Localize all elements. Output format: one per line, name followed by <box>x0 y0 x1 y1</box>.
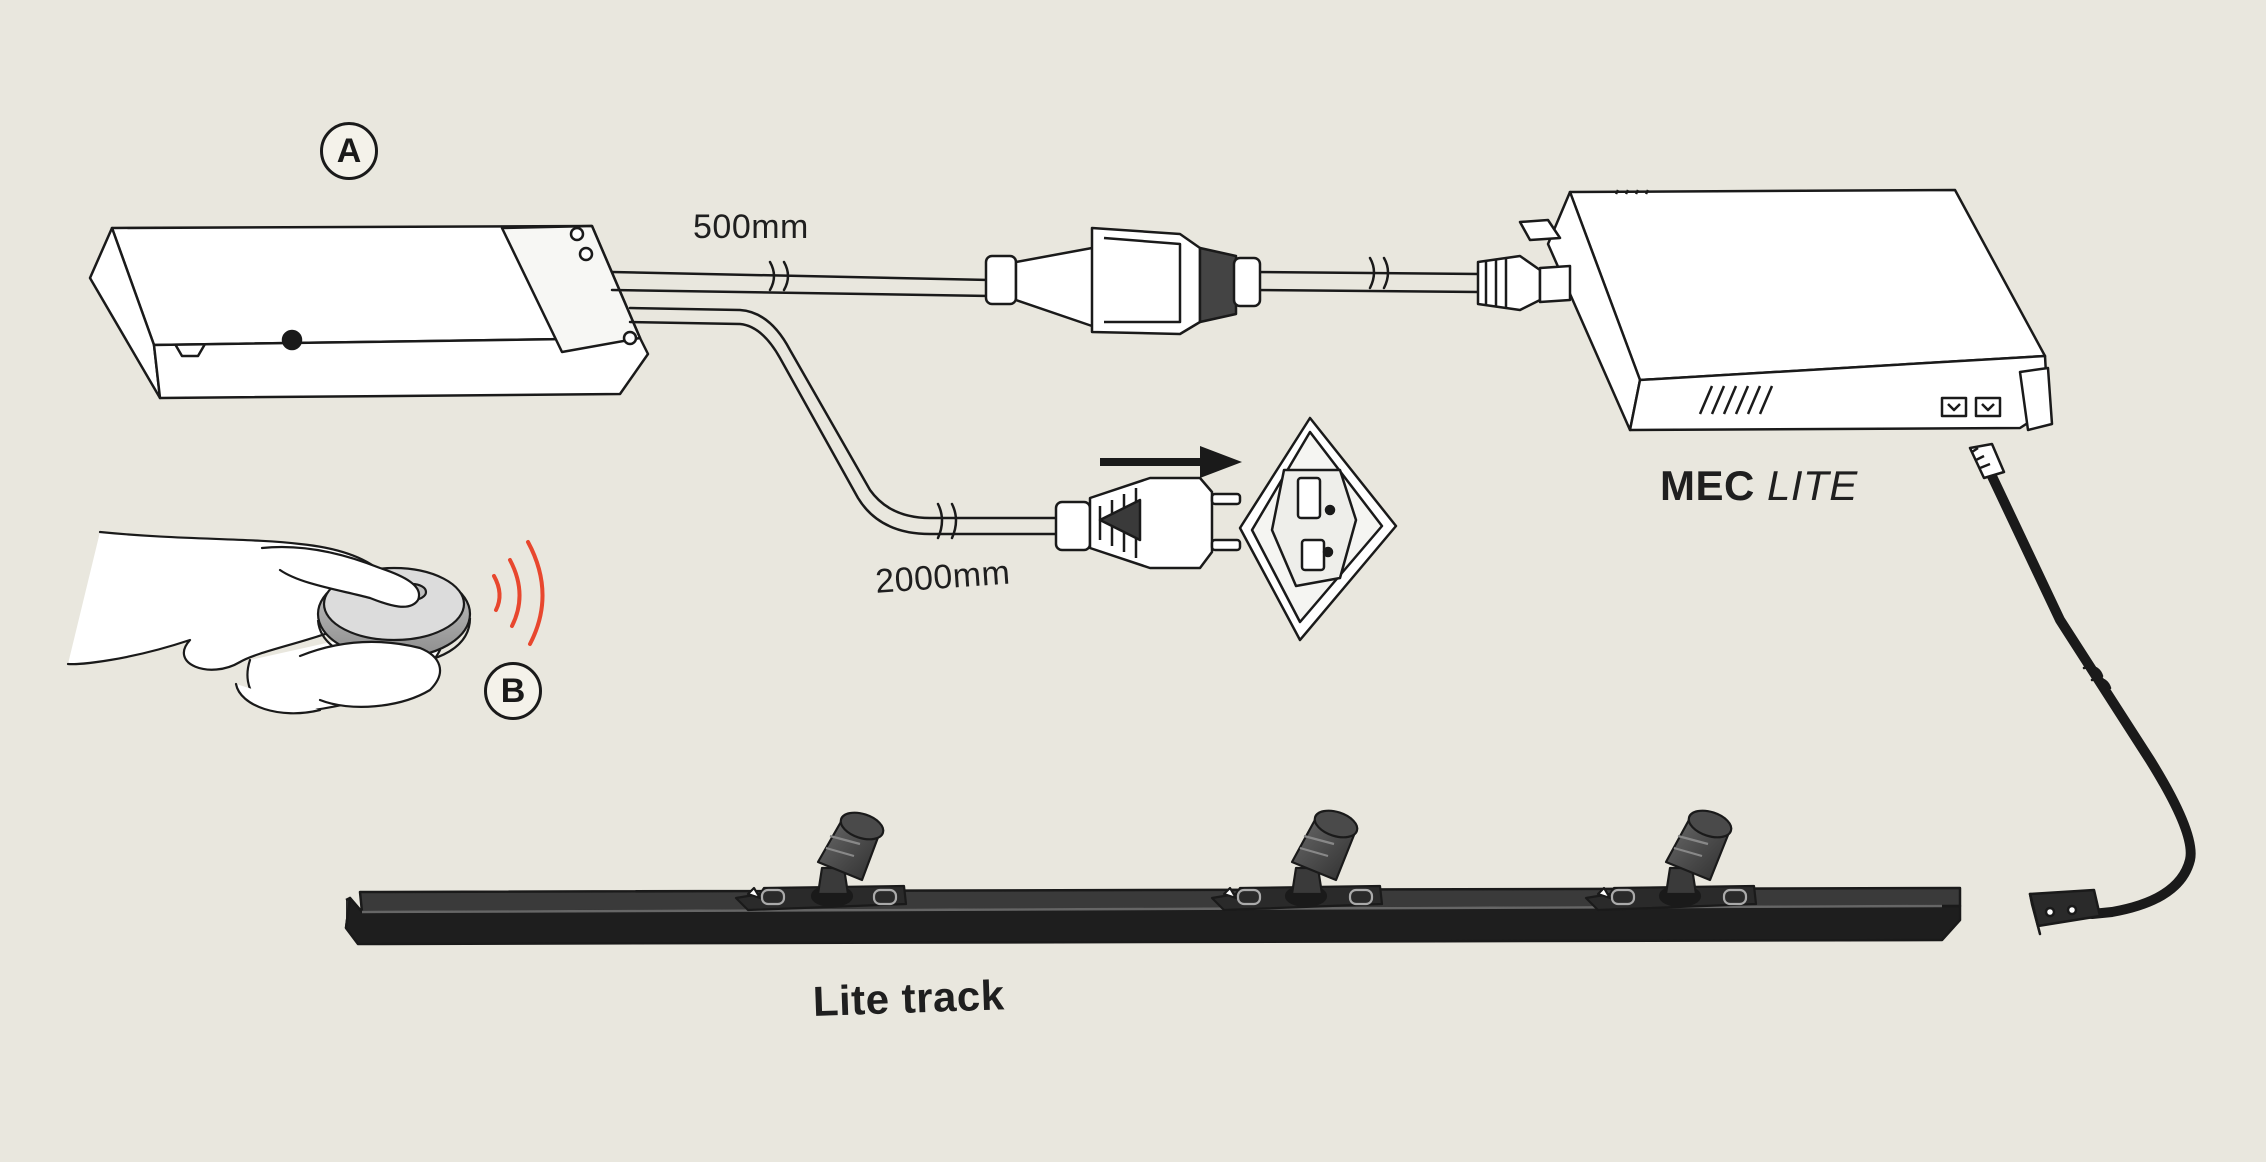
lite-track-label: Lite track <box>812 971 1006 1025</box>
ir-sensor <box>281 329 303 351</box>
hand-thumb <box>260 545 441 708</box>
callout-a: A <box>320 122 378 180</box>
spotlight-1 <box>734 811 908 912</box>
spotlight-2 <box>1210 809 1384 912</box>
cables <box>610 256 1482 540</box>
mec-lite-label-light: LITE <box>1767 462 1858 509</box>
mec-lite-label-bold: MEC <box>1660 462 1755 509</box>
callout-b: B <box>484 662 542 720</box>
track-feed-cable <box>1985 467 2196 919</box>
track-connector <box>2028 888 2102 936</box>
arrow-right-icon <box>1100 446 1242 478</box>
spotlight-3 <box>1584 809 1758 912</box>
cable-length-500: 500mm <box>693 208 809 246</box>
cable-plug-top <box>1968 442 2006 480</box>
wall-socket <box>1238 416 1398 642</box>
mec-lite-driver <box>1476 188 2054 432</box>
inline-connector <box>984 226 1262 336</box>
mec-lite-label: MEC LITE <box>1660 462 1858 510</box>
mains-plug <box>1054 476 1242 570</box>
wireless-signal-icon <box>492 540 545 646</box>
controller-unit <box>88 224 650 400</box>
